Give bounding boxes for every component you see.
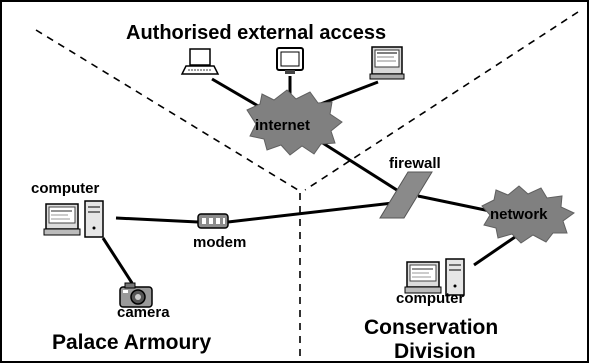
firewall-icon <box>379 171 433 219</box>
zone-palace-armoury: Palace Armoury <box>52 331 212 354</box>
link-internet-firewall <box>317 138 401 194</box>
zone-divider-right <box>304 11 579 191</box>
desktop-computer-icon <box>43 200 104 238</box>
link-computer-camera <box>101 237 134 284</box>
link-monitor-right-internet <box>317 80 379 107</box>
link-network-computer <box>473 235 516 267</box>
camera-icon <box>119 282 153 308</box>
zone-conservation-line1: Conservation <box>364 316 499 339</box>
camera-label: camera <box>117 304 170 321</box>
link-laptop-internet <box>211 77 266 112</box>
monitor-icon <box>369 46 405 80</box>
firewall-label: firewall <box>389 155 441 172</box>
monitor-icon <box>276 47 304 74</box>
diagram-title: Authorised external access <box>126 22 387 44</box>
link-firewall-network <box>417 194 491 213</box>
network-label: network <box>490 206 548 223</box>
laptop-icon <box>180 48 220 75</box>
desktop-computer-icon <box>404 258 465 296</box>
network-cloud-icon <box>481 185 575 244</box>
internet-label: internet <box>255 117 311 134</box>
link-modem-firewall <box>227 201 394 224</box>
link-computer-modem <box>115 216 199 224</box>
modem-icon <box>197 213 229 229</box>
zone-conservation-line2: Division <box>394 340 476 363</box>
computer-left-label: computer <box>31 180 100 197</box>
modem-label: modem <box>193 234 247 251</box>
internet-cloud-icon <box>246 89 343 156</box>
computer-right-label: computer <box>396 290 465 307</box>
